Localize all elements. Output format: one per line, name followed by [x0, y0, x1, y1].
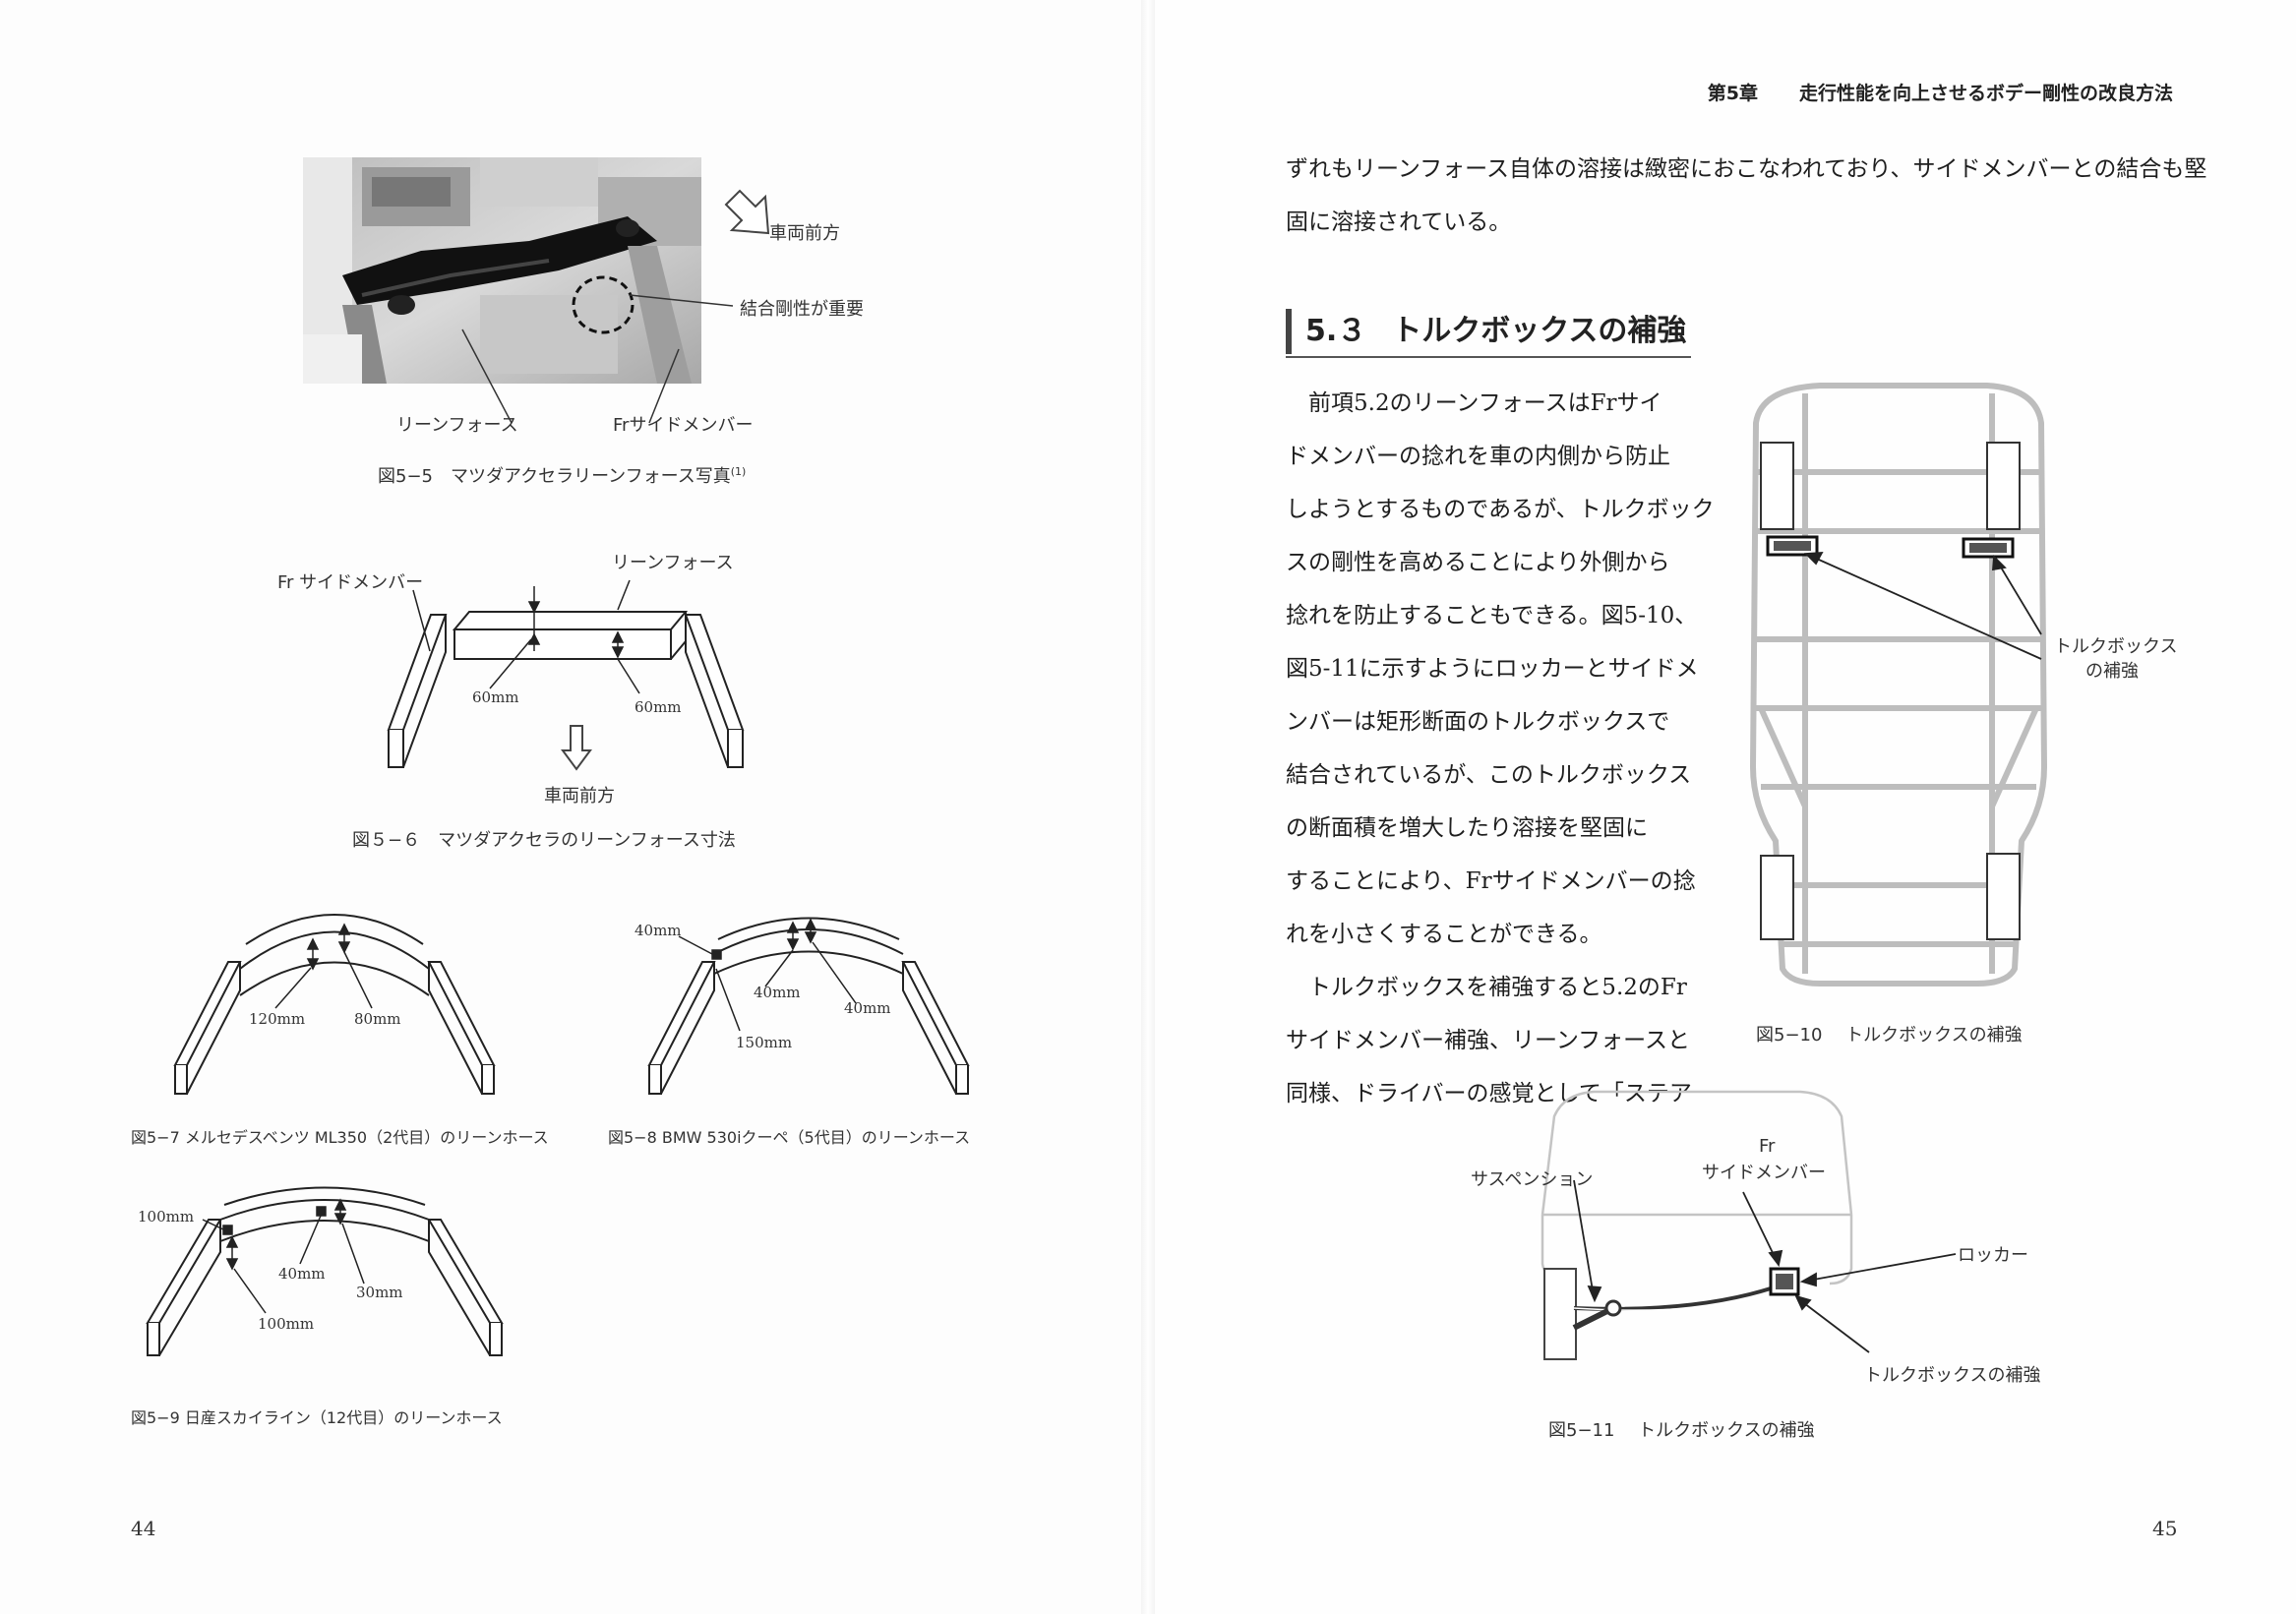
fig5-6-caption: 図５−６ マツダアクセラのリーンフォース寸法	[352, 830, 736, 851]
paragraph-line: 同様、ドライバーの感覚として「ステア	[1286, 1081, 1692, 1106]
fig5-5-joint-label: 結合剛性が重要	[740, 299, 864, 320]
fig5-9-dim-d: 100mm	[258, 1315, 315, 1333]
intro-line: ずれもリーンフォース自体の溶接は緻密におこなわれており、サイドメンバーとの結合も…	[1286, 156, 2207, 182]
fig5-5-photo	[303, 157, 701, 384]
torque-box-icon	[1766, 535, 2015, 559]
fig5-8-dim-a: 40mm	[634, 922, 682, 939]
running-header: 第5章 走行性能を向上させるボデー剛性の改良方法	[1708, 79, 2173, 105]
fig5-5-member-label: Frサイドメンバー	[613, 415, 754, 436]
fig5-5-caption-text: 図5−5 マツダアクセラリーンフォース写真	[378, 466, 731, 487]
fig5-5-reinforce-label: リーンフォース	[396, 415, 518, 436]
paragraph-line: スの剛性を高めることにより外側から	[1286, 550, 1670, 575]
fig5-5-caption: 図5−5 マツダアクセラリーンフォース写真(1)	[378, 462, 746, 488]
fig5-10-label-line2: の補強	[2085, 661, 2139, 682]
paragraph-line: 結合されているが、このトルクボックス	[1286, 762, 1692, 788]
intro-line: 固に溶接されている。	[1286, 209, 1512, 235]
fig5-11-torquebox-label: トルクボックスの補強	[1864, 1365, 2041, 1386]
right-page-number: 45	[2152, 1517, 2178, 1540]
paragraph-line: 前項5.2のリーンフォースはFrサイ	[1286, 390, 1662, 416]
fig5-5-forward-label: 車両前方	[769, 223, 840, 244]
paragraph-line: ドメンバーの捻れを車の内側から防止	[1286, 444, 1670, 469]
paragraph-line: 図5-11に示すようにロッカーとサイドメ	[1286, 656, 1699, 682]
fig5-7-drawing	[173, 914, 496, 1095]
paragraph-line: することにより、Frサイドメンバーの捻	[1286, 868, 1696, 894]
wheel-icon	[1543, 1268, 1577, 1360]
rear-left-wheel	[1760, 855, 1794, 940]
intro-text: ずれもリーンフォース自体の溶接は緻密におこなわれており、サイドメンバーとの結合も…	[1286, 143, 2206, 249]
fig5-5-caption-sup: (1)	[730, 465, 747, 478]
rear-right-wheel	[1986, 853, 2021, 940]
front-right-wheel	[1986, 442, 2021, 530]
fig5-6-member-label: Fr サイドメンバー	[277, 572, 424, 593]
fig5-7-dim-b: 80mm	[354, 1010, 401, 1028]
paragraph-line: れを小さくすることができる。	[1286, 922, 1602, 947]
fig5-5-arrows	[461, 189, 770, 424]
fig5-6-reinforce-label: リーンフォース	[612, 553, 734, 573]
fig5-9-caption: 図5−9 日産スカイライン（12代目）のリーンホース	[131, 1408, 503, 1427]
section-heading: 5.３ トルクボックスの補強	[1286, 309, 1686, 354]
fig5-7-dim-a: 120mm	[249, 1010, 306, 1028]
fig5-11-member-label: サイドメンバー	[1702, 1163, 1826, 1183]
left-page-number: 44	[131, 1517, 156, 1540]
paragraph-line: サイドメンバー補強、リーンフォースと	[1286, 1028, 1691, 1053]
paragraph-line: トルクボックスを補強すると5.2のFr	[1286, 975, 1687, 1000]
paragraph-line: の断面積を増大したり溶接を堅固に	[1286, 815, 1648, 841]
fig5-8-dim-d: 150mm	[736, 1034, 793, 1051]
fig5-11-suspension-label: サスペンション	[1471, 1169, 1594, 1190]
chapter-number: 第5章	[1707, 83, 1758, 104]
fig5-11-rocker-label: ロッカー	[1958, 1245, 2028, 1266]
forward-arrow-icon	[724, 189, 770, 235]
front-left-wheel	[1760, 442, 1794, 530]
section-paragraph: 前項5.2のリーンフォースはFrサイ ドメンバーの捻れを車の内側から防止 しよう…	[1286, 377, 1715, 1120]
page-gutter	[1141, 0, 1155, 1614]
fig5-9-drawing	[146, 1186, 504, 1356]
torque-box-icon	[1769, 1267, 1800, 1296]
fig5-8-caption: 図5−8 BMW 530iクーペ（5代目）のリーンホース	[608, 1128, 971, 1147]
chapter-title: 走行性能を向上させるボデー剛性の改良方法	[1798, 83, 2173, 104]
fig5-9-dim-b: 40mm	[278, 1265, 326, 1283]
fig5-7-caption: 図5−7 メルセデスベンツ ML350（2代目）のリーンホース	[131, 1128, 549, 1147]
section-title: トルクボックスの補強	[1392, 314, 1687, 348]
fig5-10-drawing	[1750, 383, 2047, 986]
fig5-11-fr-label: Fr	[1759, 1136, 1776, 1157]
fig5-11-drawing	[1541, 1090, 1957, 1360]
fig5-9-dim-a: 100mm	[138, 1208, 195, 1225]
fig5-6-drawing	[387, 579, 745, 771]
paragraph-line: ンバーは矩形断面のトルクボックスで	[1286, 709, 1670, 735]
fig5-6-forward-arrow-icon	[561, 725, 592, 771]
fig5-8-drawing	[647, 917, 970, 1095]
paragraph-line: しようとするものであるが、トルクボック	[1286, 497, 1715, 522]
section-number: 5.３	[1305, 314, 1367, 348]
fig5-11-caption: 図5−11 トルクボックスの補強	[1548, 1420, 1815, 1441]
fig5-9-dim-c: 30mm	[356, 1284, 403, 1301]
fig5-8-dim-b: 40mm	[754, 984, 801, 1001]
fig5-6-dim-right: 60mm	[634, 698, 682, 716]
fig5-6-forward-label: 車両前方	[544, 786, 615, 807]
fig5-10-label-line1: トルクボックス	[2054, 636, 2178, 657]
section-underline	[1286, 356, 1691, 358]
right-page	[1148, 0, 2296, 1614]
paragraph-line: 捻れを防止することもできる。図5-10、	[1286, 603, 1698, 628]
fig5-10-caption: 図5−10 トルクボックスの補強	[1756, 1025, 2023, 1046]
fig5-8-dim-c: 40mm	[844, 999, 891, 1017]
fig5-6-dim-left: 60mm	[472, 688, 519, 706]
